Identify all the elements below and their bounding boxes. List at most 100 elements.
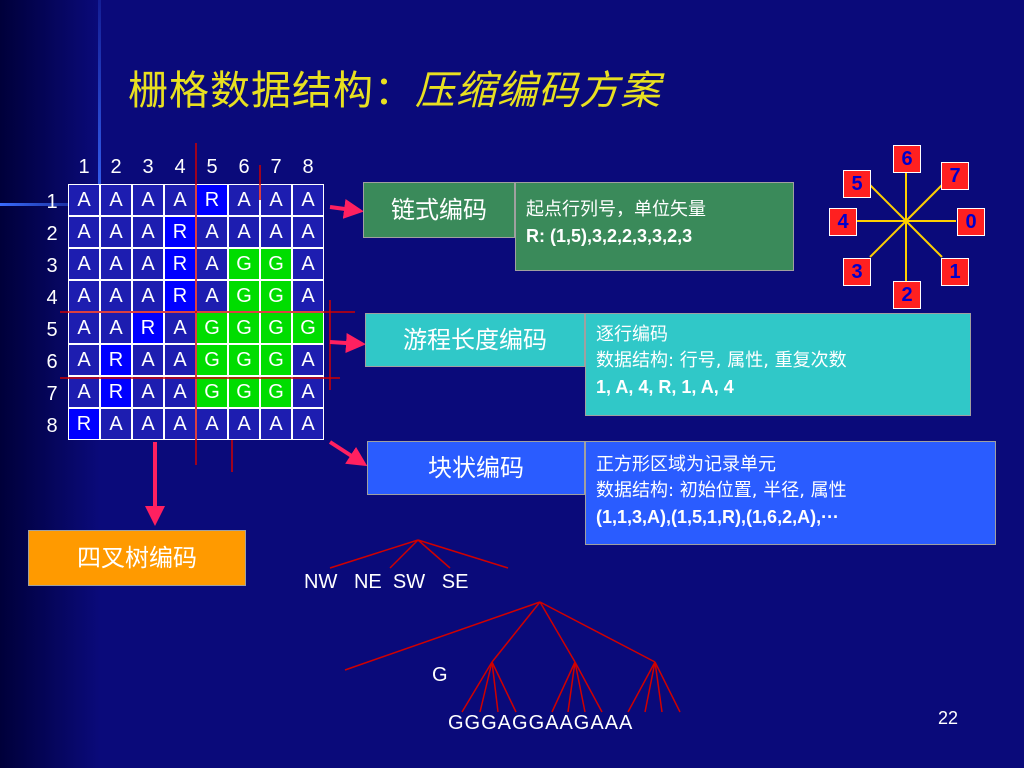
direction-2-box: 2 [893, 281, 921, 309]
grid-cell: A [164, 376, 196, 408]
grid-cell: A [132, 216, 164, 248]
grid-cell: A [196, 216, 228, 248]
grid-cell: A [292, 216, 324, 248]
grid-cell: G [228, 248, 260, 280]
chain-code-desc-line2: R: (1,5),3,2,2,3,3,2,3 [526, 226, 693, 246]
grid-cell: A [100, 248, 132, 280]
run-length-desc-line3: 1, A, 4, R, 1, A, 4 [596, 377, 734, 397]
row-label: 2 [46, 223, 58, 245]
grid-cell: G [196, 344, 228, 376]
title-italic: 压缩编码方案 [415, 68, 661, 114]
direction-4-box: 4 [829, 208, 857, 236]
grid-cell: A [132, 184, 164, 216]
grid-cell: G [260, 344, 292, 376]
grid-cell: A [228, 184, 260, 216]
direction-0-box: 0 [957, 208, 985, 236]
chain-code-description-box: 起点行列号，单位矢量 R: (1,5),3,2,2,3,3,2,3 [515, 182, 794, 271]
column-label: 4 [174, 156, 186, 178]
grid-cell: A [100, 280, 132, 312]
page-number: 22 [938, 708, 959, 728]
block-code-label: 块状编码 [428, 454, 524, 482]
row-label: 8 [46, 415, 58, 437]
slide-title: 栅格数据结构：压缩编码方案 [128, 58, 661, 116]
row-label: 1 [46, 191, 58, 213]
run-length-method-box: 游程长度编码 [365, 313, 585, 367]
arrow-to-chain [329, 198, 364, 219]
column-label: 1 [78, 156, 90, 178]
block-code-method-box: 块状编码 [367, 441, 585, 495]
arrow-to-runlength [329, 333, 366, 353]
run-length-description-box: 逐行编码 数据结构: 行号, 属性, 重复次数 1, A, 4, R, 1, A… [585, 313, 971, 416]
grid-cell: A [68, 312, 100, 344]
row-label: 4 [46, 287, 58, 309]
grid-cell: G [260, 248, 292, 280]
direction-1-box: 1 [941, 258, 969, 286]
grid-cell: A [100, 312, 132, 344]
direction-compass [856, 172, 956, 281]
grid-cell: R [164, 216, 196, 248]
chain-code-method-box: 链式编码 [363, 182, 515, 238]
row-label: 3 [46, 255, 58, 277]
direction-3-box: 3 [843, 258, 871, 286]
grid-cell: A [132, 408, 164, 440]
grid-cell: A [260, 408, 292, 440]
grid-cell: A [100, 216, 132, 248]
grid-cell: A [292, 248, 324, 280]
block-code-desc-line1: 正方形区域为记录单元 [596, 454, 776, 475]
row-label: 7 [46, 383, 58, 405]
grid-cell: A [292, 344, 324, 376]
title-main: 栅格数据结构： [128, 68, 415, 114]
grid-cell: A [132, 280, 164, 312]
grid-cell: A [68, 376, 100, 408]
direction-7-box: 7 [941, 162, 969, 190]
direction-6-box: 6 [893, 145, 921, 173]
chain-code-label: 链式编码 [391, 196, 487, 224]
column-label: 7 [270, 156, 282, 178]
grid-cell: R [100, 344, 132, 376]
column-label: 2 [110, 156, 122, 178]
grid-cell: A [100, 184, 132, 216]
row-label: 5 [46, 319, 58, 341]
background-accent-line-vertical [98, 0, 101, 230]
grid-cell: A [228, 216, 260, 248]
grid-cell: A [132, 376, 164, 408]
quadtree-node-label: G [432, 664, 448, 686]
grid-cell: A [164, 344, 196, 376]
grid-cell: A [68, 280, 100, 312]
quadtree-branches [329, 539, 681, 713]
block-code-desc-line3: (1,1,3,A),(1,5,1,R),(1,6,2,A),··· [596, 507, 840, 527]
grid-cell: R [164, 280, 196, 312]
grid-cell: G [228, 280, 260, 312]
grid-cell: A [196, 248, 228, 280]
grid-cell: A [68, 344, 100, 376]
grid-cell: A [292, 408, 324, 440]
grid-cell: A [100, 408, 132, 440]
grid-cell: A [292, 376, 324, 408]
quadtree-label: 四叉树编码 [77, 544, 197, 572]
block-code-desc-line2: 数据结构: 初始位置, 半径, 属性 [596, 480, 847, 501]
grid-cell: G [228, 376, 260, 408]
grid-cell: G [260, 376, 292, 408]
grid-cell: A [68, 184, 100, 216]
block-code-description-box: 正方形区域为记录单元 数据结构: 初始位置, 半径, 属性 (1,1,3,A),… [585, 441, 996, 545]
quadtree-quadrant-labels: NW NE SW SE [304, 571, 469, 593]
grid-cell: R [132, 312, 164, 344]
grid-cell: G [228, 344, 260, 376]
grid-cell: A [68, 248, 100, 280]
grid-cell: A [196, 280, 228, 312]
grid-cell: G [260, 312, 292, 344]
grid-cell: A [132, 344, 164, 376]
grid-cell: A [292, 184, 324, 216]
column-label: 3 [142, 156, 154, 178]
grid-cell: R [100, 376, 132, 408]
grid-cell: R [196, 184, 228, 216]
row-label: 6 [46, 351, 58, 373]
column-label: 8 [302, 156, 314, 178]
arrow-to-block [328, 440, 368, 467]
direction-5-box: 5 [843, 170, 871, 198]
quadtree-leaf-sequence: GGGAGGAAGAAA [448, 712, 634, 734]
background-accent-line [0, 203, 120, 206]
run-length-desc-line2: 数据结构: 行号, 属性, 重复次数 [596, 350, 847, 371]
